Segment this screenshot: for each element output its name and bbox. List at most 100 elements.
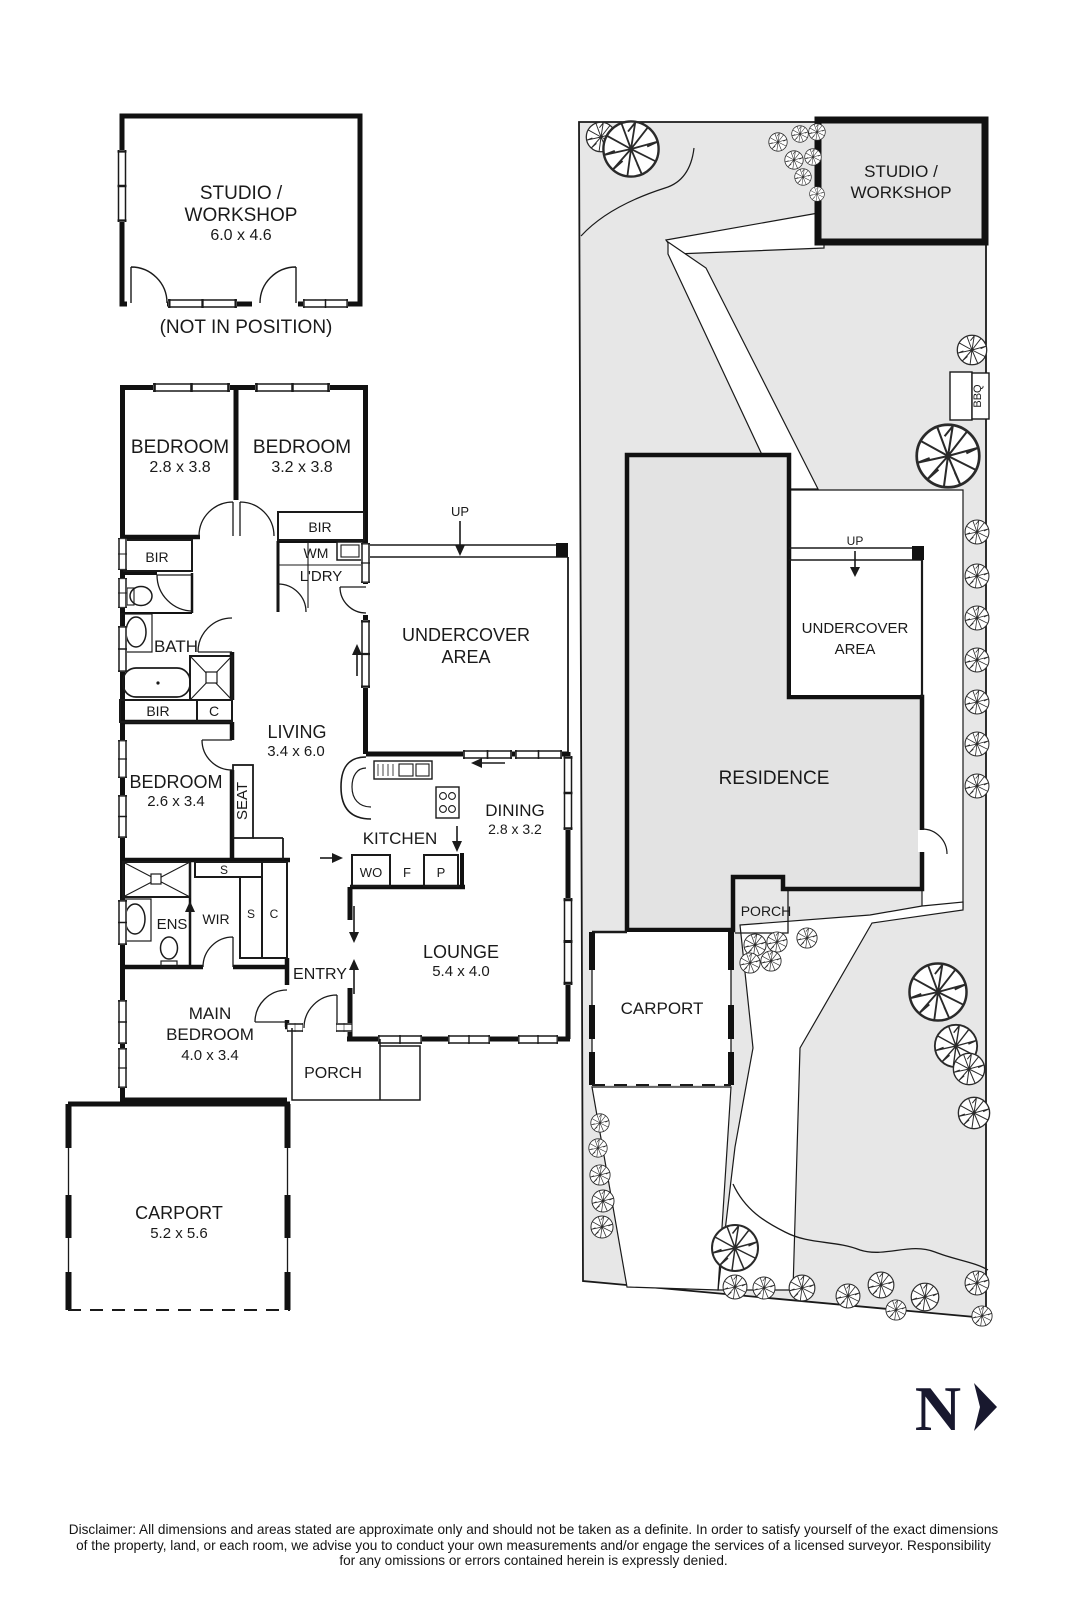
site-undercover	[791, 560, 920, 695]
tree-icon	[964, 519, 990, 545]
tree-icon	[588, 1138, 608, 1158]
tree-icon	[964, 647, 990, 673]
tree-icon	[760, 950, 782, 972]
main-bedroom-dims: 4.0 x 3.4	[181, 1047, 239, 1064]
tree-icon	[964, 1270, 990, 1296]
undercover-label1: UNDERCOVER	[402, 625, 530, 645]
porch-outline	[291, 1028, 421, 1101]
tree-icon	[910, 1282, 940, 1312]
site-up-arrow-icon	[850, 567, 860, 577]
tree-icon	[788, 1274, 816, 1302]
tree-icon	[867, 1271, 895, 1299]
tree-icon	[711, 1224, 759, 1272]
wm-label: WM	[304, 545, 329, 561]
tree-icon	[809, 186, 825, 202]
tree-icon	[971, 1305, 993, 1327]
fridge-label: F	[403, 865, 411, 880]
ensuite-fixtures	[120, 861, 191, 968]
wall-oven-label: WO	[360, 865, 382, 880]
studio-label2: WORKSHOP	[185, 205, 298, 226]
living-label: LIVING	[267, 722, 326, 742]
disclaimer: Disclaimer: All dimensions and areas sta…	[0, 1522, 1067, 1569]
disclaimer-line1: Disclaimer: All dimensions and areas sta…	[68, 1522, 999, 1537]
shelf1-label: S	[220, 863, 228, 877]
tree-icon	[739, 952, 761, 974]
site-studio	[814, 116, 989, 246]
residence-label: RESIDENCE	[719, 768, 830, 789]
kitchen-fixtures	[340, 756, 460, 820]
disclaimer-line2: of the property, land, or each room, we …	[76, 1537, 991, 1553]
tree-icon	[964, 605, 990, 631]
bedroom1-dims: 2.8 x 3.8	[149, 459, 210, 476]
north-arrow-icon	[974, 1383, 997, 1431]
tree-icon	[915, 423, 981, 489]
detached-studio-plan: STUDIO / WORKSHOP 6.0 x 4.6 (NOT IN POSI…	[117, 113, 363, 338]
site-undercover-label1: UNDERCOVER	[802, 620, 909, 637]
lounge-label: LOUNGE	[423, 942, 499, 962]
bedroom1-label: BEDROOM	[131, 437, 229, 458]
carport-dims: 5.2 x 5.6	[150, 1225, 208, 1242]
tree-icon	[722, 1274, 748, 1300]
tree-icon	[804, 148, 822, 166]
studio-label1: STUDIO /	[200, 183, 283, 204]
up-label: UP	[451, 504, 469, 519]
tree-icon	[766, 931, 788, 953]
tree-icon	[784, 150, 804, 170]
dining-dims: 2.8 x 3.2	[488, 821, 542, 837]
tree-icon	[590, 1215, 614, 1239]
tree-icon	[957, 1096, 991, 1130]
entry-label: ENTRY	[293, 966, 347, 983]
site-up-label: UP	[847, 534, 864, 548]
bir1-label: BIR	[145, 549, 168, 565]
porch-label: PORCH	[304, 1065, 362, 1082]
tree-icon	[590, 1113, 610, 1133]
arrow-heads	[185, 545, 482, 970]
main-floor-plan: BEDROOM 2.8 x 3.8 BEDROOM 3.2 x 3.8 BIR …	[65, 383, 573, 1311]
main-bedroom-label2: BEDROOM	[166, 1025, 254, 1044]
bir3-label: BIR	[146, 703, 169, 719]
bedroom2-label: BEDROOM	[253, 437, 351, 458]
main-bedroom-label1: MAIN	[189, 1004, 232, 1023]
tree-icon	[791, 125, 809, 143]
seat-label: SEAT	[234, 782, 251, 820]
bedroom2-dims: 3.2 x 3.8	[271, 459, 332, 476]
dining-label: DINING	[485, 801, 545, 820]
bedroom3-dims: 2.6 x 3.4	[147, 793, 205, 810]
carport-left	[65, 1101, 291, 1311]
north-indicator: N	[915, 1373, 997, 1444]
bedroom3-label: BEDROOM	[129, 772, 222, 792]
studio-doors	[127, 266, 298, 309]
site-studio-label2: WORKSHOP	[850, 183, 951, 202]
tree-icon	[964, 731, 990, 757]
bbq-unit	[971, 372, 990, 420]
ensuite-label: ENS	[157, 916, 188, 933]
site-studio-label1: STUDIO /	[864, 162, 938, 181]
tree-icon	[768, 132, 788, 152]
tree-icon	[794, 168, 812, 186]
tree-icon	[796, 927, 818, 949]
tree-icon	[885, 1299, 907, 1321]
ldry-label: L'DRY	[300, 568, 343, 585]
undercover-label2: AREA	[441, 647, 490, 667]
site-carport-label: CARPORT	[621, 999, 704, 1018]
studio-caption: (NOT IN POSITION)	[160, 317, 333, 338]
site-undercover-label2: AREA	[835, 641, 876, 658]
tree-icon	[964, 563, 990, 589]
lounge-dims: 5.4 x 4.0	[432, 963, 490, 980]
tree-icon	[602, 120, 660, 178]
doors	[156, 501, 371, 1032]
site-path-mid	[667, 240, 819, 490]
studio-dims: 6.0 x 4.6	[210, 227, 271, 244]
site-porch-label: PORCH	[741, 903, 792, 919]
tree-icon	[808, 123, 826, 141]
flow-arrows	[189, 521, 505, 994]
tree-icon	[589, 1164, 611, 1186]
tree-icon	[835, 1283, 861, 1309]
tree-icon	[591, 1189, 615, 1213]
shelf2-label: S	[247, 907, 255, 921]
wir-label: WIR	[202, 911, 229, 927]
site-driveway	[591, 1086, 732, 1291]
disclaimer-line3: for any omissions or errors contained he…	[339, 1553, 728, 1569]
tree-icon	[952, 1052, 986, 1086]
